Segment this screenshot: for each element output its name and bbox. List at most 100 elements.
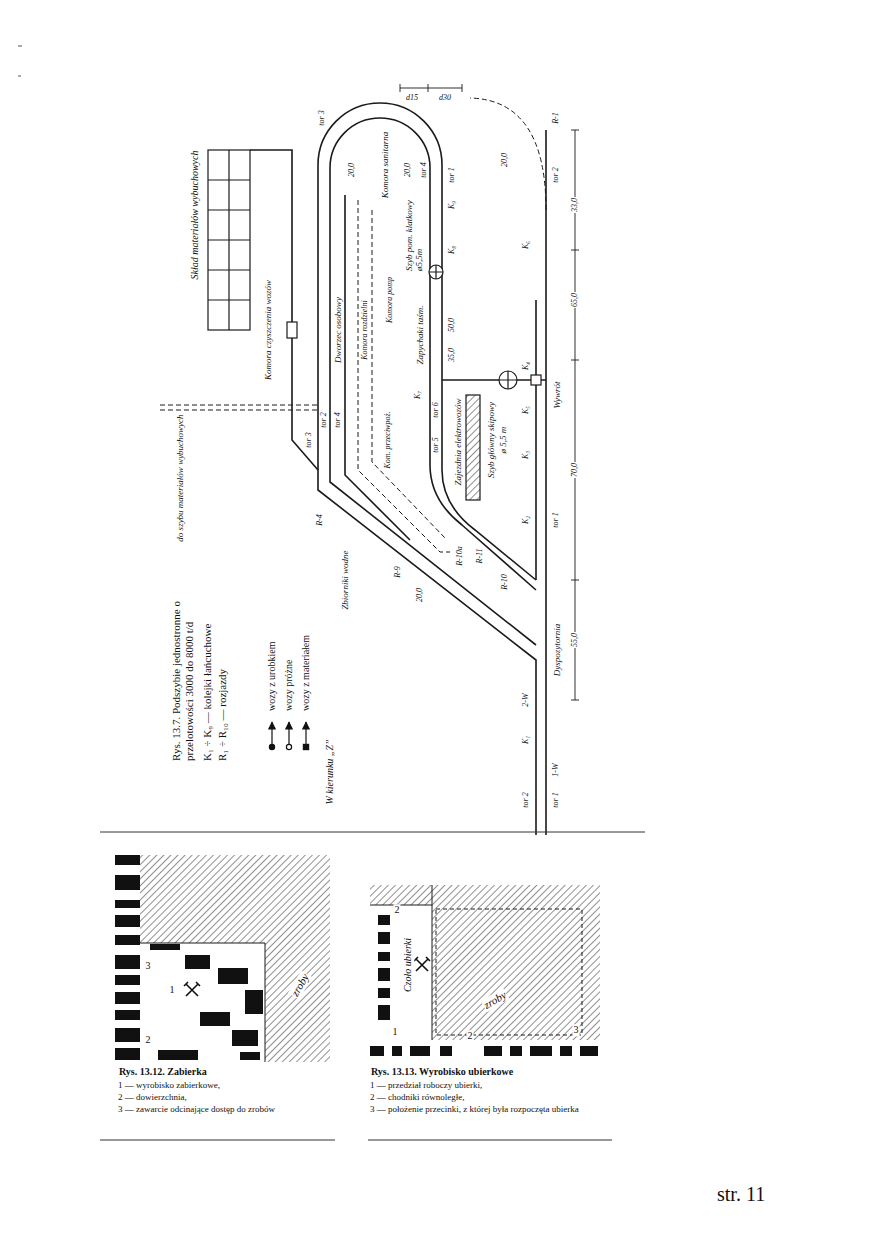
auxiliary-shaft [429,265,443,279]
diagram-label: Szyb główny skipowy [486,401,496,479]
diagram-label: 3 [573,1024,580,1036]
goaf-hatching [140,943,265,1062]
explosives-store [208,150,250,330]
dimension-line [571,130,579,700]
diagram-label: 20,0 [347,162,356,178]
diagram-label: K₁ ÷ K₉ — kolejki łańcuchowe [201,623,214,762]
coal-pillar [580,1046,598,1056]
diagram-label: 65,0 [570,292,579,308]
goaf-hatching [140,855,330,1062]
coal-pillar [200,1012,230,1026]
rail-track [330,118,536,645]
diagram-label: R-9 [393,565,402,579]
dimension-line [400,84,462,92]
legend-sample [286,744,291,749]
auxiliary-shaft [429,265,443,279]
coal-pillar [530,1046,552,1056]
diagram-label: 3 — położenie przecinki, z której była r… [370,1104,623,1114]
coal-pillar [484,1046,502,1056]
diagram-label: 55,0 [570,632,579,648]
diagram-label: K₄ [521,361,530,371]
coal-pillar [115,855,140,865]
diagram-label: d15 [405,93,419,102]
diagram-label: Rys. 13.12. Zabierka [118,1066,208,1078]
coal-pillar [115,992,140,1004]
mining-symbol [414,957,430,971]
diagram-label: 20,0 [403,162,412,178]
explosives-store [208,150,250,330]
diagram-label: 50,0 [447,317,456,333]
coal-pillar [150,944,180,950]
diagram-label: 2 [467,1030,474,1042]
diagram-label: tor 3 [304,431,313,448]
diagram-label: d30 [438,93,452,102]
coal-pillar [232,1030,258,1046]
diagram-label: tor 4 [333,411,342,428]
diagram-label: tor 2 [551,166,560,183]
chamber-outline [470,98,546,210]
main-shaft [499,371,517,389]
diagram-label: 33,0 [570,197,579,213]
rule-line [368,1140,612,1141]
main-shaft [466,395,480,500]
diagram-label: Zbiorniki wodne [340,549,350,610]
diagram-label: R₁ ÷ R₁₀ — rozjazdy [216,668,229,762]
coal-pillar [240,1052,260,1060]
coal-pillar [115,1010,140,1020]
coal-pillar [245,990,263,1014]
coal-pillar [560,1046,572,1056]
goaf-hatching [370,885,432,1040]
figure-caption: Rys. 13.7. Podszybie jednostronne o prze… [170,580,195,762]
diagram-label: Zajezdnia elektrowozów [453,398,463,487]
coal-pillar [410,1046,430,1056]
rule-line [100,832,645,833]
diagram-label: Dworzec osobowy [333,296,343,364]
legend-text: wozy próżne [283,659,295,712]
scan-marks [18,46,22,76]
diagram-label: K₁ [521,735,530,745]
diagram-label: 2 [394,904,401,916]
legend-sample [269,744,274,749]
dimension-line [400,84,579,700]
diagram-label: K₆ [521,240,530,250]
diagram-label: Komora rozdzielni [360,299,369,361]
goaf-hatching [436,909,582,1035]
diagram-label: Kom. przeciwpoż. [383,410,392,469]
diagram-label: tor 2 [521,791,530,808]
wagon-cleaner [287,322,297,338]
diagram-label: R-10a [455,545,464,567]
coal-pillar [158,1050,198,1060]
diagram-label: Szyb pom. klatkowy ø5,5m [404,198,425,272]
coal-pillar [115,955,140,969]
legend-text: wozy z urobkiem [266,641,278,712]
diagram-label: str. 11 [716,1183,766,1206]
legend-sample [269,722,308,750]
mining-symbol [184,982,200,996]
coal-pillar [115,875,140,890]
diagram-label: 20,0 [500,152,509,168]
legend-sample [271,722,272,744]
rail-track [535,300,537,580]
rail-track [250,150,318,470]
diagram-label: tor 3 [317,109,326,126]
rail-track [545,130,547,835]
diagram-label: tor 5 [431,436,440,453]
goaf-hatching [370,885,600,905]
diagram-label: 3 [145,960,152,972]
diagram-label: tor 1 [551,791,560,808]
main-shaft [531,375,541,385]
diagram-label: Rys. 13.13. Wyrobisko ubierkowe [370,1066,514,1078]
diagram-label: tor 1 [551,511,560,528]
diagram-label: tor 2 [319,411,328,428]
diagram-label: W kierunku „Z” [324,739,336,806]
diagram-label: ø 5,5 m [498,426,508,455]
coal-pillar [392,1046,402,1056]
legend-sample [303,744,308,749]
diagram-label: 1-W [551,762,560,777]
diagram-label: tor 6 [431,401,440,418]
scan-marks [18,46,22,76]
diagram-label: Czoło ubierki [402,937,414,993]
rail-track [345,195,410,540]
